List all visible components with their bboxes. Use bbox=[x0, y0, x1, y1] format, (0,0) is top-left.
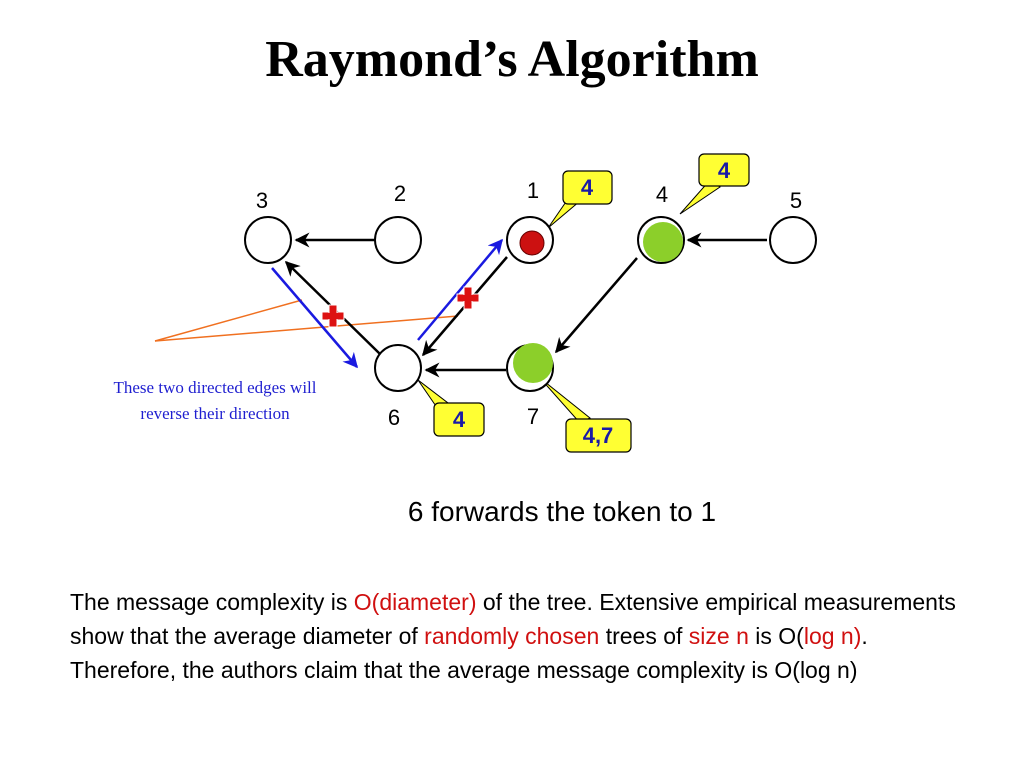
queue-text-node-7: 4,7 bbox=[583, 423, 614, 448]
queue-text-node-6: 4 bbox=[453, 407, 466, 432]
reversed-edge-3-to-6 bbox=[271, 267, 358, 369]
plus-icon bbox=[456, 286, 480, 310]
token-icon bbox=[519, 230, 545, 256]
slide-caption: 6 forwards the token to 1 bbox=[407, 496, 717, 527]
para-highlight: log n) bbox=[803, 623, 862, 649]
annotation-line-1: These two directed edges will bbox=[114, 378, 317, 397]
annotation-pointer-line-2 bbox=[154, 315, 459, 342]
node-label-3: 3 bbox=[256, 188, 268, 213]
queue-callout-pointer-7 bbox=[539, 377, 591, 424]
para-text: is O( bbox=[748, 623, 804, 649]
para-highlight: O(diameter) bbox=[353, 589, 477, 615]
complexity-paragraph: The message complexity is O(diameter) of… bbox=[70, 585, 970, 687]
para-highlight: size n bbox=[688, 623, 749, 649]
node-label-4: 4 bbox=[656, 182, 668, 207]
node-label-2: 2 bbox=[394, 181, 406, 206]
node-label-5: 5 bbox=[790, 188, 802, 213]
node-7 bbox=[506, 343, 554, 392]
queue-box-node-6: 4 bbox=[433, 402, 485, 437]
para-text: . Therefore, the authors claim that the … bbox=[70, 623, 868, 683]
plus-icon bbox=[321, 304, 345, 328]
para-text: of the tree. Extensive empirical measure… bbox=[70, 589, 956, 649]
queue-box-node-4: 4 bbox=[698, 153, 750, 187]
node-4 bbox=[637, 216, 685, 264]
queue-box-node-1: 4 bbox=[562, 170, 613, 205]
node-3 bbox=[244, 216, 292, 264]
annotation-pointer-line-1 bbox=[154, 299, 303, 342]
node-5 bbox=[769, 216, 817, 264]
node-2 bbox=[374, 216, 422, 264]
queue-text-node-4: 4 bbox=[718, 158, 731, 183]
para-text: trees of bbox=[599, 623, 689, 649]
para-highlight: randomly chosen bbox=[424, 623, 600, 649]
node-label-7: 7 bbox=[527, 404, 539, 429]
node-1 bbox=[506, 216, 554, 264]
annotation-line-2: reverse their direction bbox=[140, 404, 290, 423]
slide-title: Raymond’s Algorithm bbox=[265, 31, 759, 88]
para-text: The message complexity is bbox=[70, 589, 354, 615]
node-label-6: 6 bbox=[388, 405, 400, 430]
edge-4-to-7 bbox=[555, 257, 638, 354]
node-label-1: 1 bbox=[527, 178, 539, 203]
queue-box-node-7: 4,7 bbox=[565, 418, 632, 453]
node-6 bbox=[374, 344, 422, 392]
reversed-edge-6-to-1 bbox=[417, 238, 503, 341]
queue-text-node-1: 4 bbox=[581, 175, 594, 200]
